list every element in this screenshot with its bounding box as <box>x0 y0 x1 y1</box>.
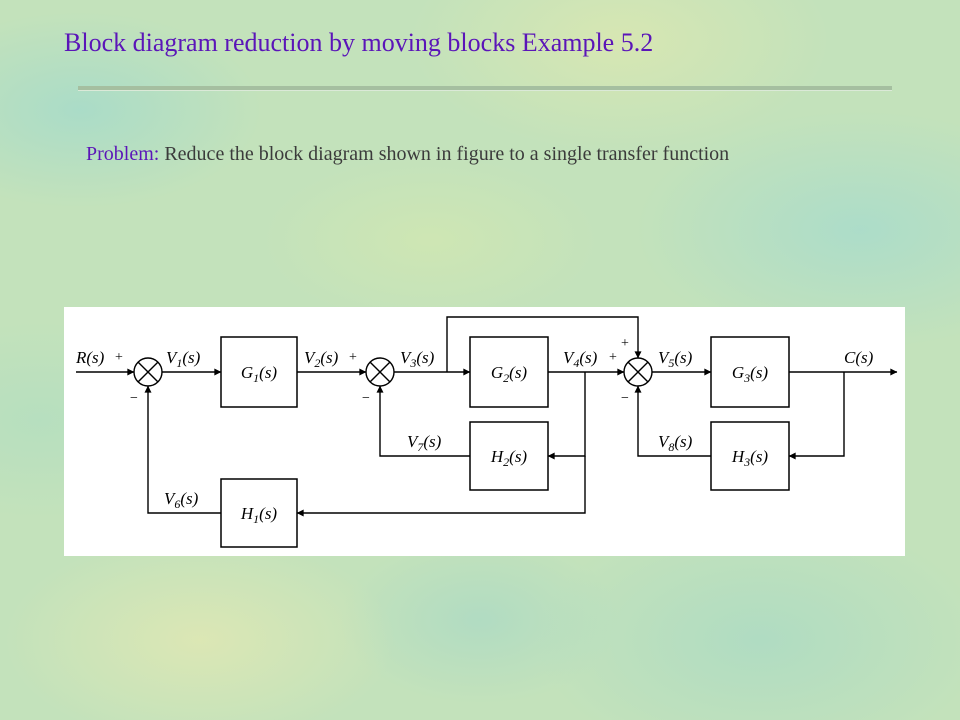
signal-V4-label: V4(s) <box>563 348 598 370</box>
wire-V7 <box>376 385 470 457</box>
title-divider <box>78 86 892 91</box>
sj3-top-plus-sign: + <box>621 336 629 351</box>
block-H3: H3(s) <box>710 421 790 491</box>
block-G1: G1(s) <box>220 336 298 408</box>
wire-V6 <box>144 385 221 514</box>
signal-V7-label: V7(s) <box>407 432 442 454</box>
wire-C-to-H3 <box>788 372 845 460</box>
signal-C-label: C(s) <box>844 348 874 367</box>
signal-V1-label: V1(s) <box>166 348 201 370</box>
sj3-plus-sign: + <box>609 350 617 365</box>
sj1-plus-sign: + <box>115 350 123 365</box>
wire-V4-to-H2 <box>547 372 586 460</box>
summing-junction-2 <box>365 357 395 387</box>
block-diagram: G1(s) G2(s) G3(s) H1(s) H2(s) H3(s) <box>75 316 898 548</box>
block-H1: H1(s) <box>220 478 298 548</box>
summing-junction-3 <box>623 357 653 387</box>
sj2-plus-sign: + <box>349 350 357 365</box>
block-G1-label: G1(s) <box>241 363 278 385</box>
sj2-minus-sign: − <box>362 391 370 406</box>
signal-V6-label: V6(s) <box>164 489 199 511</box>
signal-R-label: R(s) <box>75 348 105 367</box>
summing-junction-1 <box>133 357 163 387</box>
problem-text: Reduce the block diagram shown in figure… <box>159 143 730 165</box>
block-H3-label: H3(s) <box>731 447 769 469</box>
block-H2-label: H2(s) <box>490 447 528 469</box>
sj3-minus-sign: − <box>621 391 629 406</box>
wire-V8 <box>634 385 711 457</box>
signal-V5-label: V5(s) <box>658 348 693 370</box>
block-diagram-figure: G1(s) G2(s) G3(s) H1(s) H2(s) H3(s) <box>64 307 905 556</box>
signal-V3-label: V3(s) <box>400 348 435 370</box>
sj1-minus-sign: − <box>130 391 138 406</box>
block-G3-label: G3(s) <box>732 363 769 385</box>
block-G2-label: G2(s) <box>491 363 528 385</box>
signal-V2-label: V2(s) <box>304 348 339 370</box>
block-H1-label: H1(s) <box>240 504 278 526</box>
problem-statement: Problem: Reduce the block diagram shown … <box>86 140 866 168</box>
block-G2: G2(s) <box>469 336 549 408</box>
wire-V4-to-H1 <box>296 456 586 517</box>
block-H2: H2(s) <box>469 421 549 491</box>
wire-feedforward <box>446 316 642 372</box>
block-G3: G3(s) <box>710 336 790 408</box>
slide-title: Block diagram reduction by moving blocks… <box>64 28 654 57</box>
signal-V8-label: V8(s) <box>658 432 693 454</box>
problem-label: Problem: <box>86 143 160 165</box>
